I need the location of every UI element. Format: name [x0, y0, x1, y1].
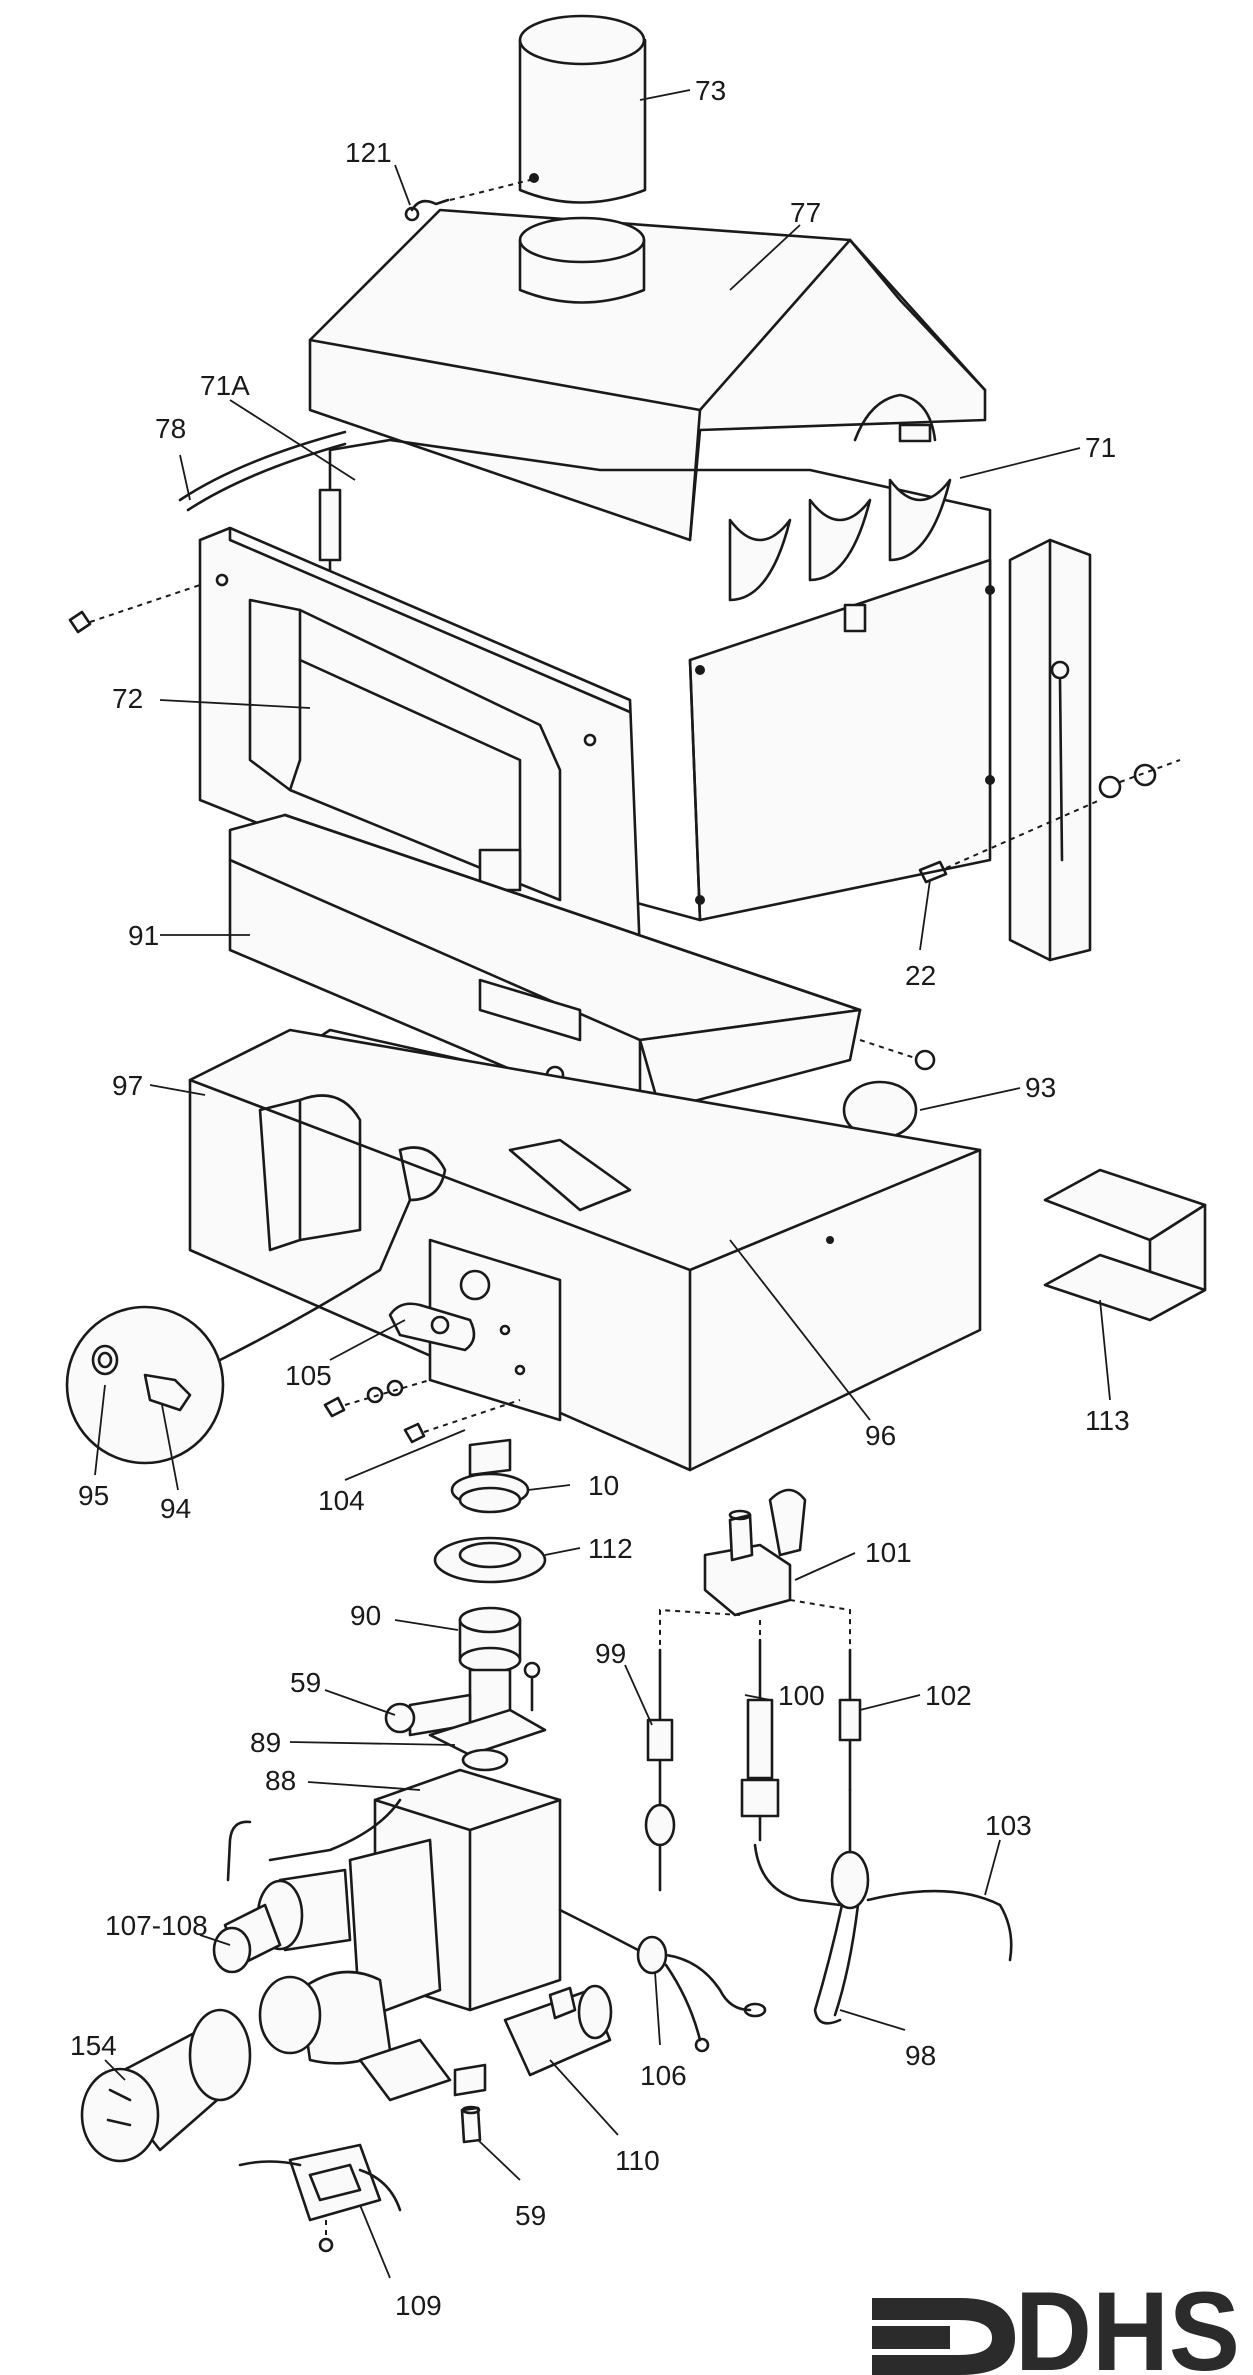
wire-connector-106 [558, 1908, 767, 2053]
label-107-108: 107-108 [105, 1910, 208, 1941]
thermocouple-99 [644, 1648, 676, 1892]
label-90: 90 [350, 1600, 381, 1631]
gasket [433, 1536, 547, 1584]
label-96: 96 [865, 1420, 896, 1451]
pilot-adjust [212, 1903, 282, 1974]
screw-22 [918, 799, 1101, 884]
arrow-bar [872, 2326, 950, 2349]
nipple-fitting [458, 1606, 522, 1674]
label-89: 89 [250, 1727, 281, 1758]
gas-valve [226, 1768, 562, 2065]
part-labels: 73 121 77 71A 78 71 72 22 91 97 93 113 1… [70, 75, 1130, 2321]
label-112: 112 [588, 1533, 633, 1564]
label-71: 71 [1085, 432, 1116, 463]
label-109: 109 [395, 2290, 442, 2321]
pilot-tube-102 [813, 1648, 870, 2025]
leader-lines [94, 89, 1111, 2279]
label-91: 91 [128, 920, 159, 951]
control-knob [80, 2008, 252, 2163]
side-bracket [1008, 538, 1092, 962]
label-99: 99 [595, 1638, 626, 1669]
pipe-clip [404, 179, 531, 222]
label-93: 93 [1025, 1072, 1056, 1103]
draft-hood [308, 208, 987, 542]
label-154: 154 [70, 2030, 117, 2061]
base-pan [188, 1028, 982, 1472]
label-95: 95 [78, 1480, 109, 1511]
label-73: 73 [695, 75, 726, 106]
label-10: 10 [588, 1470, 619, 1501]
outlet-nipple [503, 1984, 613, 2077]
pilot-line-103 [866, 1889, 1013, 1962]
heat-exchanger [328, 438, 995, 922]
label-104: 104 [318, 1485, 365, 1516]
pilot-screws [323, 1379, 521, 1444]
label-22: 22 [905, 960, 936, 991]
pilot-burner [703, 1488, 807, 1617]
flue-pipe [518, 14, 647, 204]
shield-113 [1043, 1168, 1207, 1322]
label-98: 98 [905, 2040, 936, 2071]
label-100: 100 [778, 1680, 825, 1711]
label-78: 78 [155, 413, 186, 444]
arrow-right-icon [872, 2298, 1015, 2375]
pilot-bracket [388, 1238, 562, 1422]
label-77: 77 [790, 197, 821, 228]
label-94: 94 [160, 1493, 191, 1524]
label-101: 101 [865, 1537, 912, 1568]
label-102: 102 [925, 1680, 972, 1711]
plate-89 [428, 1708, 547, 1772]
label-106: 106 [640, 2060, 687, 2091]
label-113: 113 [1085, 1405, 1130, 1436]
front-panel [198, 488, 642, 962]
label-71a: 71A [200, 370, 250, 401]
dhs-logo: DHS [872, 2269, 1240, 2375]
dash-leaders-pilot [659, 1599, 851, 1650]
label-97: 97 [112, 1070, 143, 1101]
label-105: 105 [285, 1360, 332, 1391]
switch-109 [238, 2143, 402, 2253]
label-121: 121 [345, 137, 392, 168]
plug-59b [460, 2105, 482, 2144]
burner-frame [228, 813, 936, 1122]
manifold-connector [450, 1438, 530, 1514]
label-88: 88 [265, 1765, 296, 1796]
bottom-plate [358, 2038, 487, 2102]
label-110: 110 [615, 2145, 660, 2176]
electrode-100 [740, 1638, 842, 1907]
sensor-tube [178, 430, 347, 512]
label-59-top: 59 [290, 1667, 321, 1698]
side-screw [1098, 759, 1181, 799]
label-72: 72 [112, 683, 143, 714]
label-103: 103 [985, 1810, 1032, 1841]
label-59-bottom: 59 [515, 2200, 546, 2231]
front-screw [68, 584, 201, 634]
logo-text: DHS [1015, 2269, 1240, 2375]
detail-circle [65, 1198, 412, 1465]
